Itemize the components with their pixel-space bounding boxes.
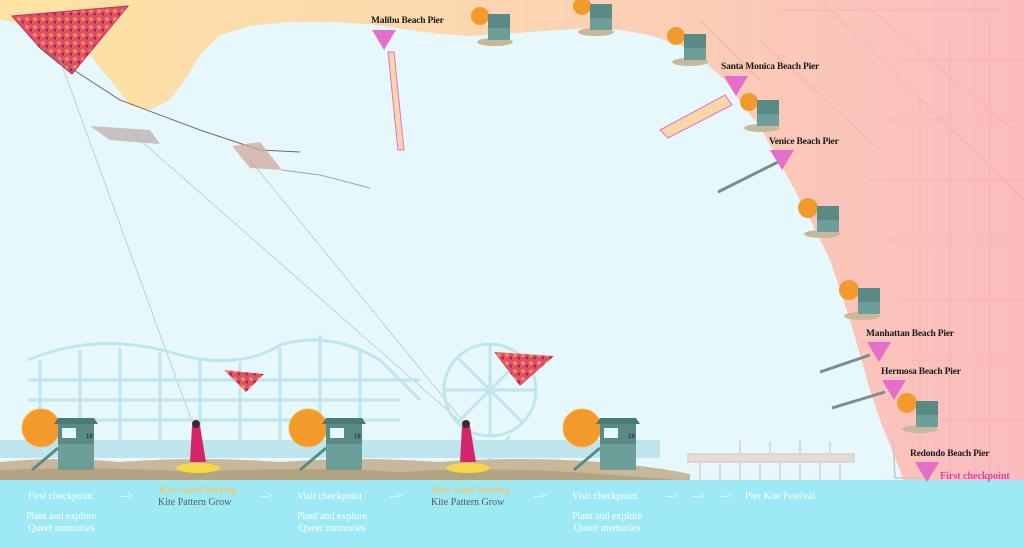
coast-tower-4 — [740, 93, 780, 132]
label-malibu-pier: Malibu Beach Pier — [371, 16, 444, 26]
marker-malibu[interactable] — [372, 30, 396, 50]
marker-hermosa[interactable] — [882, 380, 906, 400]
santa-monica-pier-structure — [659, 94, 733, 139]
coast-tower-5 — [798, 198, 840, 238]
lifeguard-station-1 — [21, 408, 98, 472]
redondo-pier-structure — [892, 439, 930, 479]
kite-small-mid — [494, 352, 554, 386]
coast-tower-2 — [573, 0, 614, 36]
timeline-arrow-3: --> — [390, 491, 403, 502]
label-hermosa-pier: Hermosa Beach Pier — [881, 367, 961, 377]
tower-number-1: 18 — [86, 434, 93, 440]
kite-grey-group — [90, 126, 371, 189]
manhattan-pier-structure — [819, 353, 871, 374]
timeline-arrow-6: --> — [693, 491, 706, 502]
map-streets — [699, 0, 1024, 480]
timeline-band — [0, 480, 1024, 548]
marker-redondo[interactable] — [915, 462, 939, 482]
timeline-step1-sub2: Queer memories — [28, 523, 95, 534]
timeline-step2-title: Kite Sand Surfing — [159, 485, 237, 496]
tower-number-3: 18 — [628, 434, 635, 440]
tower-number-2: 18 — [354, 434, 361, 440]
marker-manhattan[interactable] — [867, 342, 891, 362]
timeline-step5-sub1: Plant and explore — [572, 511, 642, 522]
first-checkpoint-marker-label: First checkpoint — [940, 471, 1010, 482]
timeline-step5-title: Visit checkpoint — [572, 491, 638, 502]
timeline-arrow-4: --> — [534, 491, 547, 502]
venice-pier-structure — [717, 160, 779, 194]
festival-pier-structure — [687, 440, 855, 488]
timeline-step4-sub: Kite Pattern Grow — [431, 497, 505, 508]
kite-small-left — [224, 370, 264, 392]
timeline-arrow-5: --> — [666, 491, 679, 502]
coast-tower-7 — [897, 393, 938, 433]
timeline-step3-sub1: Plant and explore — [297, 511, 367, 522]
timeline-step1-title: First checkpoint — [28, 491, 93, 502]
label-santa-monica-pier: Santa Monica Beach Pier — [721, 62, 820, 72]
kite-strings — [59, 59, 471, 431]
timeline-arrow-2: --> — [260, 491, 273, 502]
timeline-step2-sub: Kite Pattern Grow — [158, 497, 232, 508]
kite-surfer-1 — [176, 420, 220, 473]
marker-venice[interactable] — [770, 150, 794, 170]
timeline-step3-sub2: Queer memories — [299, 523, 366, 534]
timeline-step4-title: Kite Sand Surfing — [432, 485, 510, 496]
malibu-pier-structure — [387, 51, 405, 151]
kite-surfer-2 — [446, 420, 490, 473]
timeline-step6-title: Pier Kite Festival — [745, 491, 815, 502]
marker-santa-monica[interactable] — [724, 76, 748, 96]
lifeguard-station-3 — [562, 408, 640, 472]
label-redondo-pier: Redondo Beach Pier — [910, 449, 990, 459]
label-venice-pier: Venice Beach Pier — [769, 137, 839, 147]
kite-large-top-left — [10, 5, 301, 153]
timeline-step1-sub1: Plant and explore — [26, 511, 96, 522]
timeline-step5-sub2: Queer memories — [574, 523, 641, 534]
timeline-arrow-1: --> — [121, 491, 134, 502]
timeline-arrow-7: --> — [719, 491, 732, 502]
lifeguard-station-2 — [288, 408, 366, 472]
timeline-step3-title: Visit checkpoint — [297, 491, 363, 502]
label-manhattan-pier: Manhattan Beach Pier — [866, 329, 954, 339]
hermosa-pier-structure — [831, 390, 886, 410]
coast-tower-1 — [471, 7, 513, 46]
coast-tower-6 — [839, 280, 880, 320]
coast-tower-3 — [667, 27, 708, 66]
